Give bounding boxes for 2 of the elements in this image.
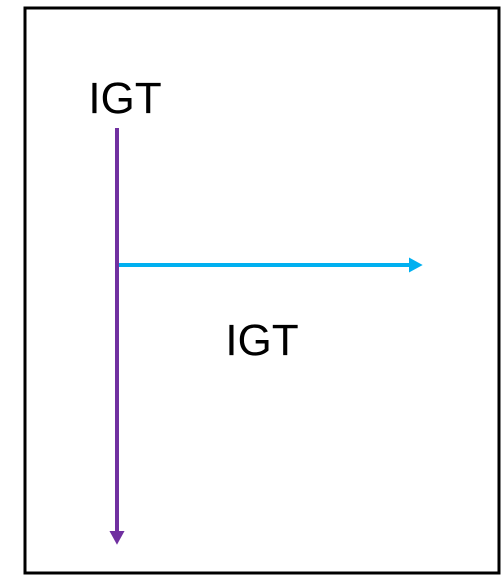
label: IGT <box>229 324 298 356</box>
label: IGT <box>92 82 161 114</box>
